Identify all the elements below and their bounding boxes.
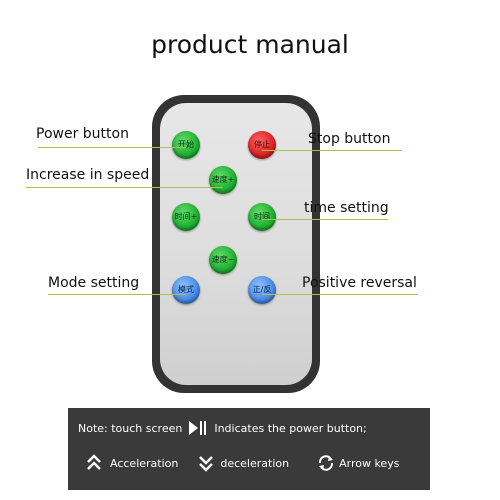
time-button[interactable]: 时间 — [248, 203, 276, 231]
speed-down-button[interactable]: 速度− — [209, 246, 237, 274]
power-button-label: Power button — [36, 126, 129, 142]
mode-button[interactable]: 模式 — [172, 276, 200, 304]
start-button[interactable]: 开始 — [172, 131, 200, 159]
deceleration-label: deceleration — [220, 456, 290, 470]
power-callout-line — [38, 147, 186, 148]
mode-callout-line — [48, 294, 186, 295]
reversal-callout-line — [262, 294, 418, 295]
chevron-up-icon — [86, 454, 102, 472]
reverse-button[interactable]: 正/反 — [248, 276, 276, 304]
increase-speed-callout-line — [26, 187, 223, 188]
stop-button[interactable]: 停止 — [248, 131, 276, 159]
mode-setting-label: Mode setting — [48, 275, 140, 291]
arrow-keys-label: Arrow keys — [339, 456, 400, 470]
rotate-arrows-icon — [317, 454, 335, 472]
speed-up-button[interactable]: 速度+ — [209, 166, 237, 194]
stop-button-label: Stop button — [308, 131, 391, 147]
page-title: product manual — [151, 30, 349, 59]
stop-callout-line — [262, 150, 402, 151]
time-setting-callout-line — [262, 219, 388, 220]
time-plus-button[interactable]: 时间+ — [172, 203, 200, 231]
chevron-down-icon — [198, 454, 214, 472]
note-prefix: Note: touch screen — [78, 421, 183, 435]
time-setting-label: time setting — [304, 200, 389, 216]
positive-reversal-label: Positive reversal — [302, 275, 417, 291]
acceleration-label: Acceleration — [110, 456, 179, 470]
play-pause-icon — [188, 420, 208, 436]
note-box: Note: touch screen Indicates the power b… — [68, 408, 430, 490]
increase-speed-label: Increase in speed — [26, 167, 150, 183]
note-suffix: Indicates the power button; — [214, 421, 367, 435]
